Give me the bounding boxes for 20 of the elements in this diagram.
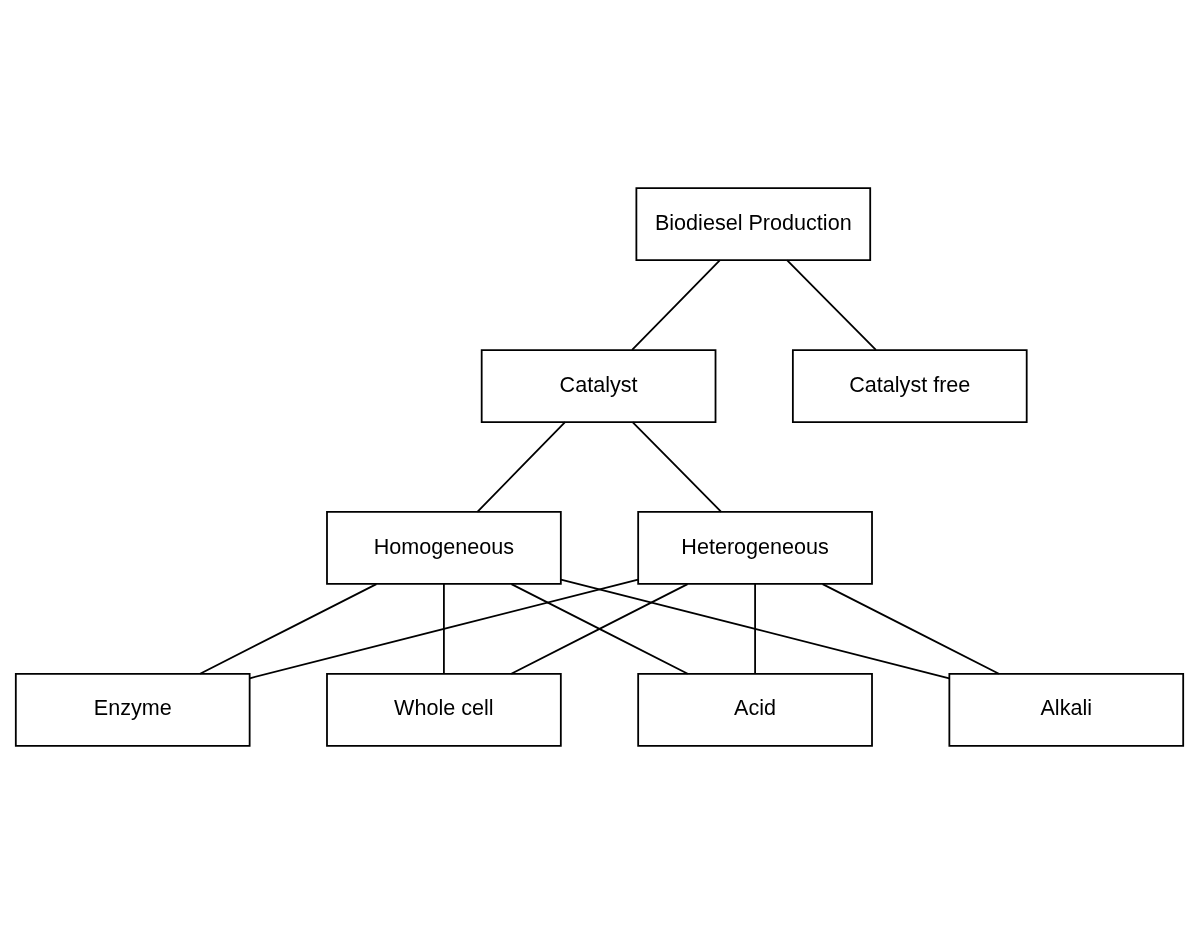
connector xyxy=(199,582,378,675)
connector xyxy=(631,420,723,513)
connector xyxy=(443,582,445,675)
connector xyxy=(560,578,951,679)
node-box: Catalyst xyxy=(480,348,717,423)
node-box: Acid xyxy=(637,672,873,747)
connector xyxy=(248,578,639,679)
connector xyxy=(631,258,721,351)
connector xyxy=(510,582,689,675)
connector xyxy=(754,582,756,675)
node-box: Heterogeneous xyxy=(637,510,873,585)
connector xyxy=(786,258,877,351)
node-box: Homogeneous xyxy=(326,510,562,585)
node-box: Catalyst free xyxy=(791,348,1028,423)
connector xyxy=(476,420,566,513)
node-box: Biodiesel Production xyxy=(635,186,872,261)
node-box: Enzyme xyxy=(14,672,251,747)
connector xyxy=(821,582,1000,675)
node-box: Whole cell xyxy=(326,672,562,747)
node-box: Alkali xyxy=(948,672,1185,747)
